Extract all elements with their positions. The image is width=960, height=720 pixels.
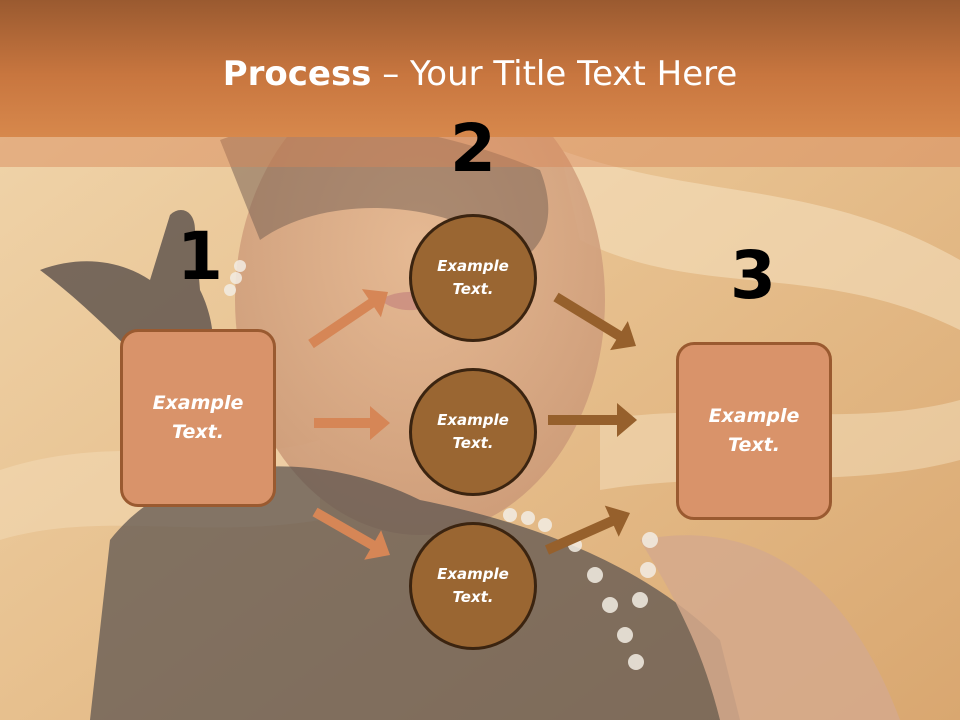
circle-bottom-text: Example Text.	[437, 565, 509, 606]
step-number-1: 1	[177, 218, 223, 295]
arrow-box1-to-circle-top	[308, 289, 388, 349]
step-1-text: Example Text.	[152, 392, 244, 443]
title-rest-part: – Your Title Text Here	[371, 54, 738, 94]
step-2-circle-top: Example Text.	[409, 214, 537, 342]
step-number-3: 3	[730, 237, 776, 314]
arrow-box1-to-circle-middle	[314, 406, 390, 440]
step-2-circle-bottom: Example Text.	[409, 522, 537, 650]
step-number-2: 2	[450, 110, 496, 187]
step-1-box: Example Text.	[120, 329, 276, 507]
arrow-box1-to-circle-bottom	[312, 507, 390, 560]
step-2-circle-middle: Example Text.	[409, 368, 537, 496]
circle-middle-text: Example Text.	[437, 411, 509, 452]
arrow-circle-bottom-to-box3	[545, 505, 630, 555]
step-3-text: Example Text.	[708, 405, 800, 456]
title-band	[0, 0, 960, 137]
slide-title: Process – Your Title Text Here	[0, 52, 960, 96]
title-strip	[0, 137, 960, 167]
step-3-box: Example Text.	[676, 342, 832, 520]
title-bold-part: Process	[222, 54, 372, 94]
arrow-circle-middle-to-box3	[548, 403, 637, 437]
circle-top-text: Example Text.	[437, 257, 509, 298]
arrow-circle-top-to-box3	[553, 292, 636, 351]
